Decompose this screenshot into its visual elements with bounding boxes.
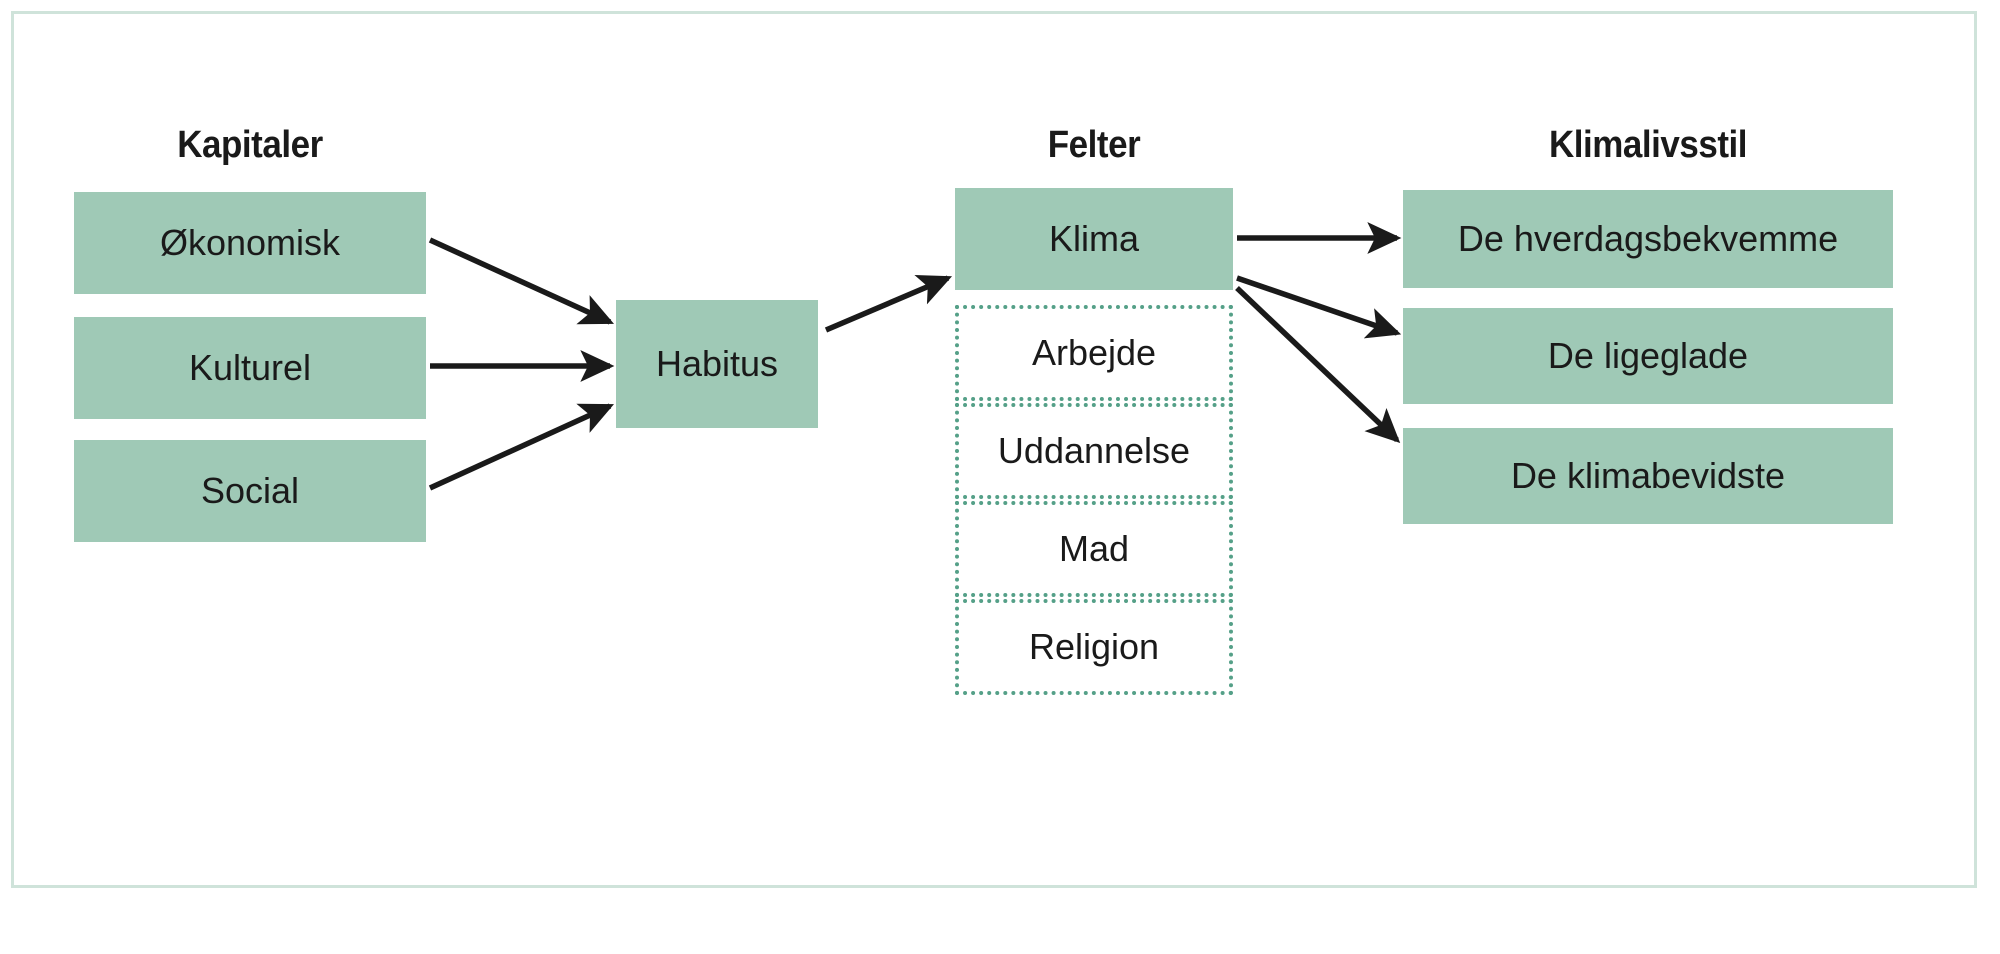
node-mad[interactable]: Mad: [955, 501, 1233, 597]
node-label: Habitus: [655, 343, 779, 384]
node-klima[interactable]: Klima: [955, 188, 1233, 290]
node-arbejde[interactable]: Arbejde: [955, 305, 1233, 401]
node-uddannelse[interactable]: Uddannelse: [955, 403, 1233, 499]
node-label: Uddannelse: [997, 430, 1191, 471]
node-label: Økonomisk: [159, 222, 341, 263]
node-label: Religion: [1028, 626, 1160, 667]
column-title-felter: Felter: [1047, 124, 1141, 166]
node-label: De klimabevidste: [1510, 455, 1786, 496]
node-label: Klima: [1048, 218, 1140, 259]
node-label: De hverdagsbekvemme: [1457, 218, 1839, 259]
node-oekonomisk[interactable]: Økonomisk: [74, 192, 426, 294]
node-ligeglade[interactable]: De ligeglade: [1403, 308, 1893, 404]
node-social[interactable]: Social: [74, 440, 426, 542]
node-klimabevidste[interactable]: De klimabevidste: [1403, 428, 1893, 524]
node-label: Social: [200, 470, 300, 511]
column-title-klimalivsstil: Klimalivsstil: [1548, 124, 1748, 166]
node-label: Kulturel: [188, 347, 312, 388]
node-kulturel[interactable]: Kulturel: [74, 317, 426, 419]
node-hverdagsbekvemme[interactable]: De hverdagsbekvemme: [1403, 190, 1893, 288]
node-habitus[interactable]: Habitus: [616, 300, 818, 428]
column-title-kapitaler: Kapitaler: [177, 124, 323, 166]
node-label: De ligeglade: [1547, 335, 1749, 376]
node-label: Arbejde: [1031, 332, 1157, 373]
node-religion[interactable]: Religion: [955, 599, 1233, 695]
node-label: Mad: [1058, 528, 1130, 569]
